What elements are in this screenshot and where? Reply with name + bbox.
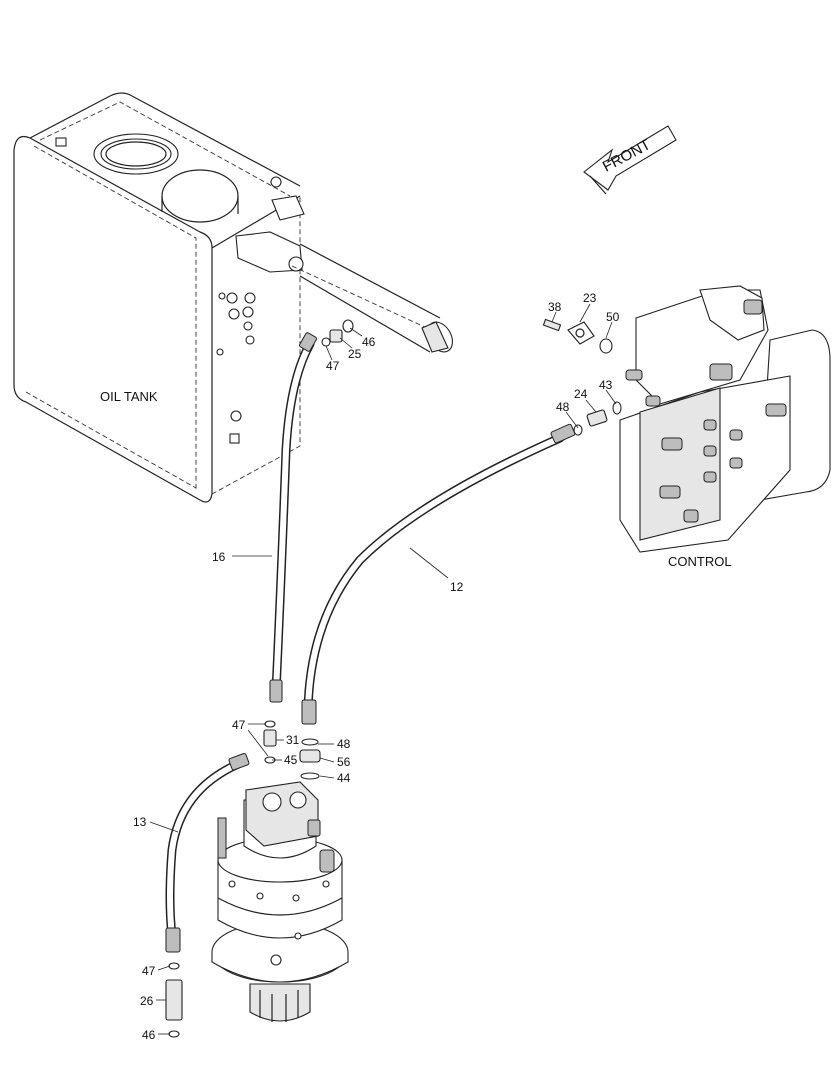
- control-valve: CONTROL: [619, 285, 831, 569]
- callouts: 16 12 13 38 23 50 46 25 47 24 43 48 47 3…: [133, 291, 620, 1042]
- oil-tank-label: OIL TANK: [100, 389, 158, 404]
- valve-plugs: [625, 299, 787, 523]
- hose-16: [271, 339, 315, 697]
- callout-24: 24: [574, 387, 588, 401]
- swing-motor: [211, 781, 349, 1022]
- callout-25: 25: [348, 347, 362, 361]
- tank-side-bolts: [216, 292, 256, 444]
- callout-48-mid: 48: [337, 737, 351, 751]
- callout-12: 12: [450, 580, 464, 594]
- callout-26: 26: [140, 994, 154, 1008]
- callout-56: 56: [337, 755, 351, 769]
- hose-13: [165, 759, 243, 941]
- callout-16: 16: [212, 550, 226, 564]
- hose-fittings: [165, 332, 576, 953]
- valve-inlet-parts: [542, 318, 622, 436]
- callout-46-top: 46: [362, 335, 376, 349]
- reducer-bolts: [228, 880, 330, 966]
- tank-outlet-tube: [421, 321, 453, 353]
- hose-13-end-parts: [165, 962, 183, 1038]
- oil-tank: OIL TANK: [13, 92, 453, 503]
- front-direction-arrow: FRONT: [583, 125, 677, 195]
- tank-outlet-parts: [321, 319, 354, 347]
- callout-48-top: 48: [556, 400, 570, 414]
- hose-12: [303, 433, 565, 715]
- callout-47-bottom: 47: [142, 964, 156, 978]
- callout-13: 13: [133, 815, 147, 829]
- leader-lines: [149, 303, 617, 1035]
- callout-38: 38: [548, 300, 562, 314]
- callout-45: 45: [284, 753, 298, 767]
- callout-47-mid: 47: [232, 718, 246, 732]
- callout-46-bottom: 46: [142, 1028, 156, 1042]
- callout-44: 44: [337, 771, 351, 785]
- callout-47-top: 47: [326, 359, 340, 373]
- callout-23: 23: [583, 291, 597, 305]
- callout-50: 50: [606, 310, 620, 324]
- callout-43: 43: [599, 378, 613, 392]
- motor-port-fittings: [263, 720, 321, 780]
- control-label: CONTROL: [668, 554, 732, 569]
- callout-31: 31: [286, 733, 300, 747]
